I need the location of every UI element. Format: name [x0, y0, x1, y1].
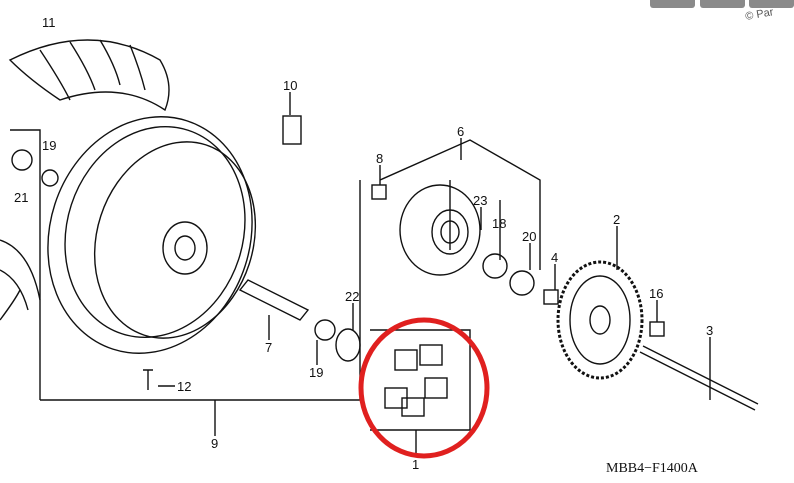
damper-10	[282, 115, 302, 145]
valve-12	[143, 369, 153, 390]
label-20: 20	[522, 229, 536, 244]
collar-4	[543, 289, 559, 305]
toolbar-button-3[interactable]	[749, 0, 794, 8]
tire	[0, 39, 170, 321]
label-10: 10	[283, 78, 297, 93]
o-ring-22	[335, 328, 361, 362]
damper-rubbers	[384, 344, 448, 417]
label-23: 23	[473, 193, 487, 208]
label-16: 16	[649, 286, 663, 301]
label-6: 6	[457, 124, 464, 139]
label-8: 8	[376, 151, 383, 166]
label-3: 3	[706, 323, 713, 338]
bearing-18	[482, 253, 508, 279]
label-9: 9	[211, 436, 218, 451]
label-7: 7	[265, 340, 272, 355]
seal-20	[509, 270, 535, 296]
label-12: 12	[177, 379, 191, 394]
driven-sprocket	[556, 260, 644, 380]
axle-3	[639, 345, 759, 411]
label-19a: 19	[42, 138, 56, 153]
label-19b: 19	[309, 365, 323, 380]
toolbar-button-1[interactable]	[650, 0, 695, 8]
collar-8	[371, 184, 387, 200]
label-22: 22	[345, 289, 359, 304]
leader-lines	[10, 129, 361, 401]
label-18: 18	[492, 216, 506, 231]
label-1: 1	[412, 457, 419, 472]
sprocket-flange	[399, 184, 481, 276]
label-11: 11	[42, 15, 56, 30]
drawing-code: MBB4−F1400A	[606, 461, 699, 476]
nut-16	[649, 321, 665, 337]
wheel-rim	[47, 116, 257, 354]
watermark: © Par	[744, 6, 774, 23]
bearing-21	[11, 149, 33, 171]
label-4: 4	[551, 250, 558, 265]
label-21: 21	[14, 190, 28, 205]
toolbar-button-2[interactable]	[700, 0, 745, 8]
distance-collar-7	[238, 279, 310, 321]
seal-19	[41, 169, 59, 187]
label-2: 2	[613, 212, 620, 227]
highlight-circle	[358, 317, 490, 459]
seal-19b	[314, 319, 336, 341]
